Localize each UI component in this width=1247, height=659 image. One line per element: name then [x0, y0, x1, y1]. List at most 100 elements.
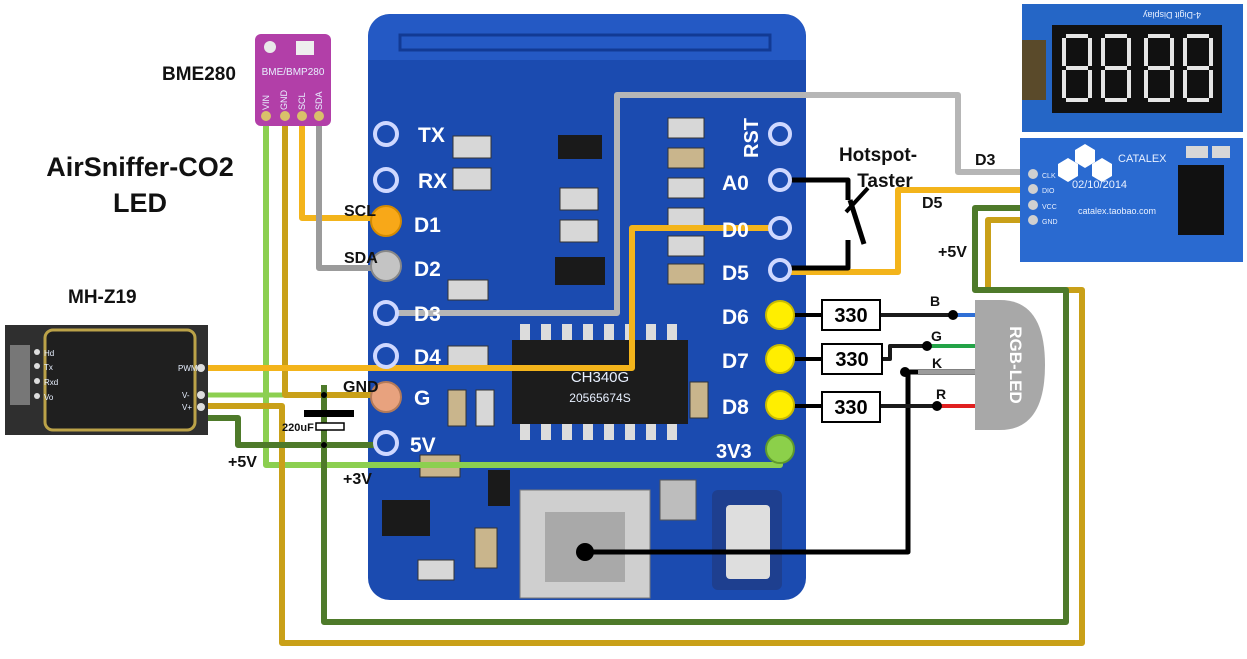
label-scl: SCL — [344, 203, 376, 220]
resistor-1-value: 330 — [834, 305, 867, 327]
pin-label-d8: D8 — [722, 396, 749, 419]
pin-rx[interactable] — [373, 167, 399, 193]
title-line-1: AirSniffer-CO2 — [46, 152, 234, 182]
display-driver-chip — [1178, 165, 1224, 235]
mhz19-pad-vplus[interactable] — [197, 403, 205, 411]
pin-5v[interactable] — [373, 430, 399, 456]
chip-leg — [541, 324, 551, 340]
junction-dot — [321, 442, 327, 448]
catalex-logo — [1058, 158, 1078, 182]
digit-segment — [1187, 98, 1209, 102]
digit-segment — [1170, 70, 1174, 98]
pin-3v3[interactable] — [765, 434, 795, 464]
mcu-smd-component — [559, 187, 599, 211]
junction-dot — [321, 392, 327, 398]
mcu-capacitor — [689, 381, 709, 419]
bme280-pad[interactable] — [297, 111, 307, 121]
bme280-sensor — [296, 41, 314, 55]
digit-segment — [1187, 34, 1209, 38]
pin-d6[interactable] — [765, 300, 795, 330]
pin-label-d0: D0 — [722, 219, 749, 242]
pin-g[interactable] — [370, 381, 402, 413]
pin-d1[interactable] — [370, 205, 402, 237]
pin-d4[interactable] — [373, 343, 399, 369]
digit-segment — [1105, 98, 1127, 102]
display-pin-dio[interactable] — [1028, 184, 1038, 194]
capacitor-label: 220uF — [282, 422, 314, 434]
pin-d7[interactable] — [765, 344, 795, 374]
mhz19-pad-pwm[interactable] — [197, 364, 205, 372]
reset-button[interactable] — [726, 505, 770, 579]
pin-d3[interactable] — [373, 300, 399, 326]
display-date: 02/10/2014 — [1072, 179, 1127, 191]
label-d5: D5 — [922, 195, 943, 212]
bme280-board-text: BME/BMP280 — [262, 67, 325, 78]
label-plus5v-right: +5V — [938, 244, 967, 261]
display-pin-clk[interactable] — [1028, 169, 1038, 179]
mhz19-pad-vminus[interactable] — [197, 391, 205, 399]
mhz19-pin-rxd: Rxd — [44, 378, 58, 387]
bme280-pad[interactable] — [280, 111, 290, 121]
resistor-3-value: 330 — [834, 397, 867, 419]
pin-label-d2: D2 — [414, 258, 441, 281]
label-plus3v: +3V — [343, 471, 372, 488]
label-d3: D3 — [975, 152, 996, 169]
pin-tx[interactable] — [373, 121, 399, 147]
button-label-line-2: Taster — [857, 171, 913, 192]
bme280-pad[interactable] — [261, 111, 271, 121]
pin-d2[interactable] — [370, 250, 402, 282]
digit-segment — [1187, 66, 1209, 70]
chip-leg — [562, 324, 572, 340]
digit-segment — [1066, 34, 1088, 38]
capacitor-plate-top — [304, 410, 354, 417]
pin-rst[interactable] — [768, 122, 792, 146]
mcu-smd-component — [667, 117, 705, 139]
chip-leg — [667, 424, 677, 440]
pin-label-a0: A0 — [722, 172, 749, 195]
display-front: 4-Digit Display — [1022, 4, 1243, 132]
digit-segment — [1170, 38, 1174, 66]
digit-segment — [1127, 70, 1131, 98]
display-url: catalex.taobao.com — [1078, 206, 1156, 216]
capacitor: 220uF — [282, 410, 354, 434]
wire-button-d5 — [780, 240, 851, 271]
mhz19-pad — [34, 393, 40, 399]
chip-leg — [604, 424, 614, 440]
digit-segment — [1144, 38, 1148, 66]
digit-segment — [1062, 38, 1066, 66]
resistor-2-value: 330 — [835, 349, 868, 371]
label-sda: SDA — [344, 250, 378, 267]
crystal — [659, 479, 697, 521]
wire-pwm-d0 — [208, 225, 780, 371]
button-switch-arm — [844, 186, 870, 214]
mcu-smd-component — [417, 559, 455, 581]
bme280-pad[interactable] — [314, 111, 324, 121]
junction-dot — [922, 341, 932, 351]
mhz19-pad — [34, 363, 40, 369]
digit-segment — [1148, 98, 1170, 102]
display-pin-gnd[interactable] — [1028, 215, 1038, 225]
digit-segment — [1127, 38, 1131, 66]
rgb-led-label: RGB-LED — [1006, 326, 1025, 403]
pin-d8[interactable] — [765, 390, 795, 420]
label-b: B — [930, 293, 940, 309]
pin-label-d5: D5 — [722, 262, 749, 285]
title-line-2: LED — [113, 188, 167, 218]
pin-d0[interactable] — [768, 216, 792, 240]
chip-leg — [604, 324, 614, 340]
mcu-smd-component — [667, 177, 705, 199]
pin-d5[interactable] — [768, 258, 792, 282]
digit-segment — [1101, 38, 1105, 66]
label-plus5v-left: +5V — [228, 454, 257, 471]
digit-segment — [1148, 66, 1170, 70]
display-digits — [1062, 34, 1213, 102]
mcu-antenna-trace — [398, 33, 772, 52]
display-pin-vcc[interactable] — [1028, 200, 1038, 210]
pin-a0[interactable] — [768, 168, 792, 192]
label-k: K — [932, 355, 942, 371]
digit-segment — [1105, 34, 1127, 38]
pin-label-5v: 5V — [410, 434, 436, 457]
digit-segment — [1144, 70, 1148, 98]
digit-segment — [1209, 38, 1213, 66]
ch340g-chip — [512, 340, 688, 424]
